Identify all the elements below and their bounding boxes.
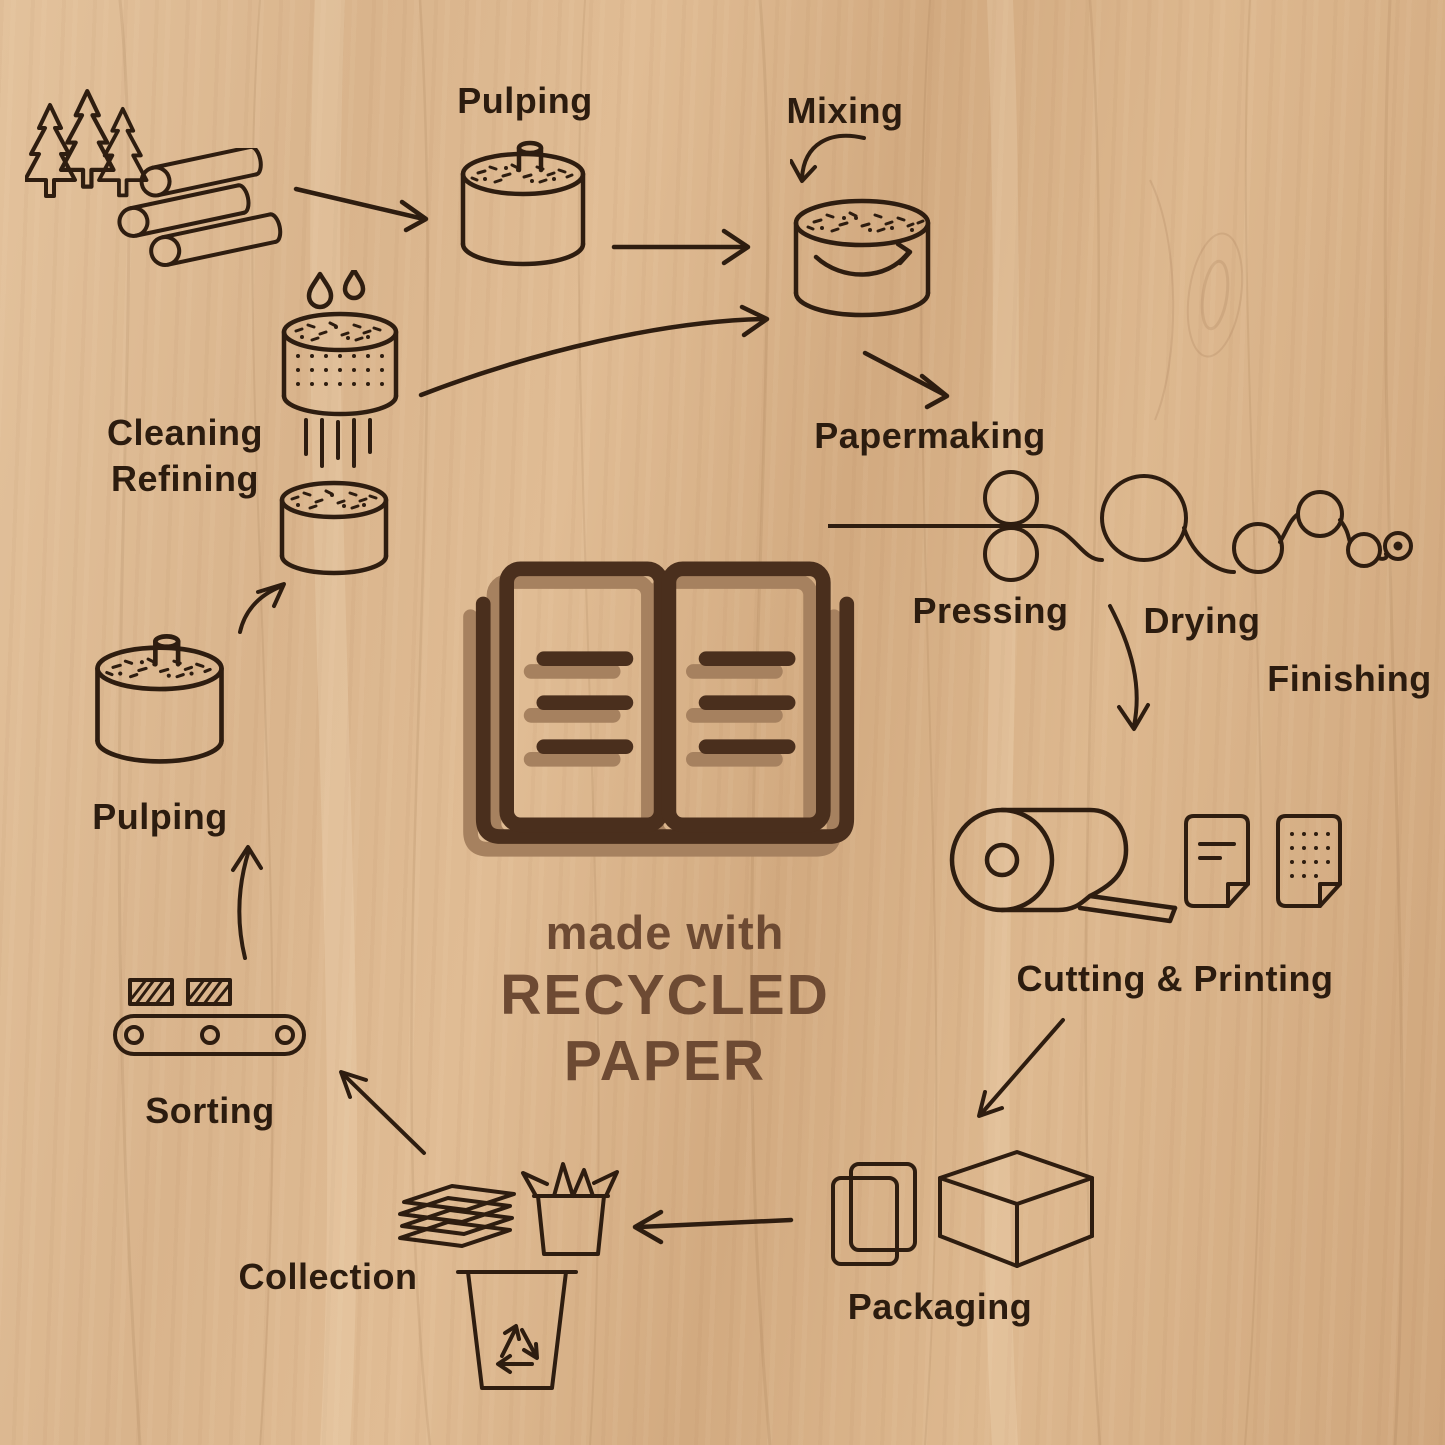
arrow-mixing-to-papermaking-icon <box>862 350 950 410</box>
open-book-icon <box>463 561 855 857</box>
made-with-text: made with <box>545 906 785 959</box>
label-sorting: Sorting <box>145 1090 275 1131</box>
cleaning-vat-icon <box>281 270 399 468</box>
papermaking-machine-icon <box>828 470 1413 582</box>
pulping-recycled-vat-icon <box>95 634 224 764</box>
arrow-logs-to-pulping-icon <box>293 186 429 233</box>
paper-roll-icon <box>949 807 1178 924</box>
arrow-cleaning-to-mixing-icon <box>418 304 770 398</box>
open-box-icon <box>521 1162 619 1256</box>
refining-vat-icon <box>279 480 389 576</box>
label-pulping-top: Pulping <box>457 80 593 121</box>
label-cleaning: Cleaning <box>106 412 263 453</box>
label-pressing: Pressing <box>912 590 1069 631</box>
arrow-sorting-to-pulping-icon <box>231 845 263 960</box>
logs-icon <box>117 148 283 267</box>
label-cutting-printing: Cutting & Printing <box>1016 958 1334 999</box>
arrow-packaging-to-collection-icon <box>632 1209 794 1245</box>
arrow-mixing-label-icon <box>790 133 866 183</box>
label-mixing: Mixing <box>786 90 904 131</box>
recycle-bin-icon <box>456 1270 578 1390</box>
recycled-paper-text: RECYCLED PAPER <box>500 963 830 1093</box>
sorting-conveyor-icon <box>113 978 306 1056</box>
label-pulping-left: Pulping <box>92 796 228 837</box>
cut-sheets-icon <box>1184 814 1342 908</box>
label-papermaking: Papermaking <box>814 415 1046 456</box>
box-icon <box>938 1150 1094 1268</box>
arrow-pulping-to-mixing-icon <box>611 228 751 266</box>
label-packaging: Packaging <box>847 1286 1033 1327</box>
stacked-books-icon <box>831 1162 917 1266</box>
paper-stack-icon <box>398 1184 516 1248</box>
label-refining: Refining <box>111 458 259 499</box>
arrow-collection-to-sorting-icon <box>339 1070 426 1155</box>
arrow-pulping-to-cleaning-icon <box>238 582 286 634</box>
mixing-vat-icon <box>793 198 931 318</box>
label-drying: Drying <box>1143 600 1261 641</box>
pulping-vat-icon <box>460 140 586 267</box>
arrow-drying-to-cutting-icon <box>1108 604 1150 731</box>
arrow-cutting-to-packaging-icon <box>977 1018 1065 1118</box>
label-collection: Collection <box>238 1256 418 1297</box>
label-finishing: Finishing <box>1267 658 1432 699</box>
trees-icon <box>25 89 149 198</box>
